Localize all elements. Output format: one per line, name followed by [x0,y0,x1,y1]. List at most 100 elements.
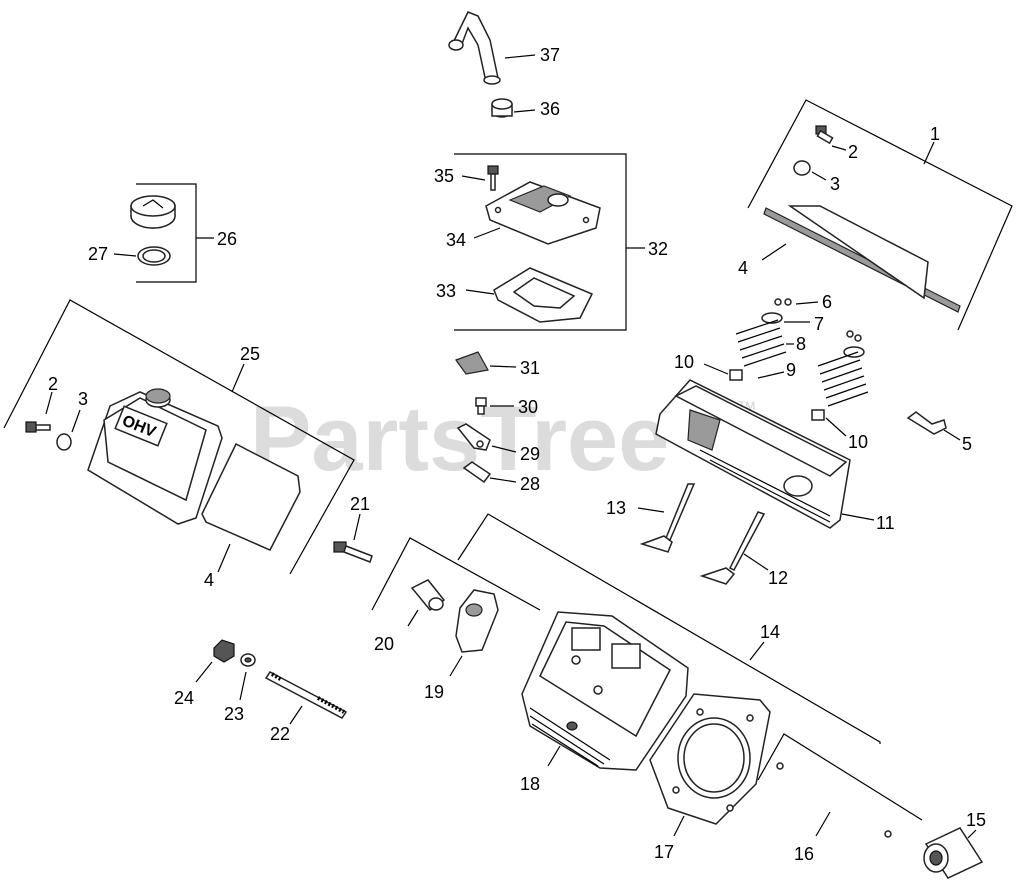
callout-4-right[interactable]: 4 [738,258,748,278]
spring-retainer-part-7[interactable] [761,312,865,358]
callout-23[interactable]: 23 [224,704,244,724]
screw-part-2-right[interactable] [815,125,834,145]
rocker-arm-part-19[interactable] [455,589,499,653]
valve-keepers-part-6[interactable] [774,298,862,342]
callout-37[interactable]: 37 [540,45,560,65]
bracket-16 [757,733,923,821]
leader-line-36 [513,109,536,113]
callout-3-right[interactable]: 3 [830,174,840,194]
callout-15[interactable]: 15 [966,810,986,830]
leader-line-34 [473,227,501,239]
callout-31[interactable]: 31 [520,358,540,378]
callout-34[interactable]: 34 [446,230,466,250]
breather-tube-part-37[interactable] [448,11,501,85]
callout-24[interactable]: 24 [174,688,194,708]
leader-line-6 [795,301,819,305]
callout-30[interactable]: 30 [518,397,538,417]
valve-cover-part-25[interactable]: OHV [87,388,223,525]
callout-11[interactable]: 11 [876,513,895,533]
leader-line-13 [637,507,665,513]
callout-20[interactable]: 20 [374,634,394,654]
head-gasket-part-17[interactable] [649,693,771,825]
callout-6[interactable]: 6 [822,292,832,312]
hose-clamp-part-36[interactable] [491,98,513,118]
callout-16[interactable]: 16 [794,844,814,864]
breather-reed-part-31[interactable] [455,351,489,375]
callout-3-left[interactable]: 3 [78,389,88,409]
leader-line-11 [841,513,875,521]
callout-8[interactable]: 8 [796,334,806,354]
callout-27[interactable]: 27 [88,244,108,264]
leader-line-17 [673,815,685,837]
leader-line-3-right [811,171,827,181]
retainer-part-28[interactable] [462,461,492,484]
valve-cover-gasket-part-4-left[interactable] [201,442,301,551]
oil-fill-cap-part-26[interactable] [130,195,176,229]
intake-valve-part-13[interactable] [639,483,696,553]
fitting-part-15[interactable] [923,827,984,879]
cylinder-head-part-18[interactable] [521,611,689,771]
rocker-cover-gasket-part-4-right[interactable] [763,205,961,313]
leader-line-22 [289,705,303,725]
callout-14[interactable]: 14 [760,622,780,642]
leader-line-20 [407,609,419,627]
spacer-part-3-right[interactable] [793,160,811,176]
leader-line-23 [239,671,247,701]
callout-18[interactable]: 18 [520,774,540,794]
screw-part-30[interactable] [475,397,487,415]
callout-10-left[interactable]: 10 [674,352,694,372]
cylinder-head-part-11[interactable] [655,379,851,529]
stud-part-22[interactable] [264,671,348,719]
screw-part-2-left[interactable] [25,421,51,433]
callout-17[interactable]: 17 [654,842,674,862]
bracket-part-5[interactable] [906,411,947,435]
callout-10-right[interactable]: 10 [848,432,868,452]
callout-13[interactable]: 13 [606,498,626,518]
callout-36[interactable]: 36 [540,99,560,119]
callout-28[interactable]: 28 [520,474,540,494]
leader-line-28 [489,477,517,483]
leader-line-16 [815,811,831,837]
leader-line-25 [231,363,245,393]
exhaust-valve-part-12[interactable] [699,511,766,585]
callout-26[interactable]: 26 [217,229,237,249]
callout-7[interactable]: 7 [814,314,824,334]
callout-9[interactable]: 9 [786,360,796,380]
o-ring-part-27[interactable] [137,246,171,266]
callout-5[interactable]: 5 [962,434,972,454]
callout-29[interactable]: 29 [520,444,540,464]
callout-19[interactable]: 19 [424,682,444,702]
bracket-14 [457,513,881,744]
nut-part-24[interactable] [213,639,235,663]
leader-line-31 [489,365,517,368]
bracket-19-20 [371,537,541,611]
callout-33[interactable]: 33 [436,281,456,301]
callout-2-left[interactable]: 2 [48,374,58,394]
washer-part-23[interactable] [240,653,256,667]
callout-2-right[interactable]: 2 [848,142,858,162]
valve-stem-seal-part-10[interactable] [729,369,825,421]
breather-gasket-part-33[interactable] [493,267,594,323]
callout-4-left[interactable]: 4 [204,570,214,590]
leader-line-29 [491,445,517,453]
valve-lifter-part-20[interactable] [410,579,446,612]
screw-part-35[interactable] [487,165,499,191]
callout-32[interactable]: 32 [648,239,668,259]
valve-spring-part-8[interactable] [735,319,869,407]
callout-25[interactable]: 25 [240,344,260,364]
push-rod-part-16[interactable] [776,762,892,838]
callout-1[interactable]: 1 [930,124,940,144]
callout-21[interactable]: 21 [350,494,370,514]
screw-part-21[interactable] [333,541,373,563]
breather-cover-part-34[interactable] [485,181,601,245]
retainer-part-29[interactable] [456,423,491,451]
spacer-part-3-left[interactable] [56,433,72,451]
bracket-32 [454,153,627,331]
callout-35[interactable]: 35 [434,166,454,186]
leader-line-9 [757,371,785,379]
leader-line-10-right [825,417,847,437]
callout-12[interactable]: 12 [768,568,788,588]
leader-line-19 [449,655,463,677]
callout-22[interactable]: 22 [270,724,290,744]
